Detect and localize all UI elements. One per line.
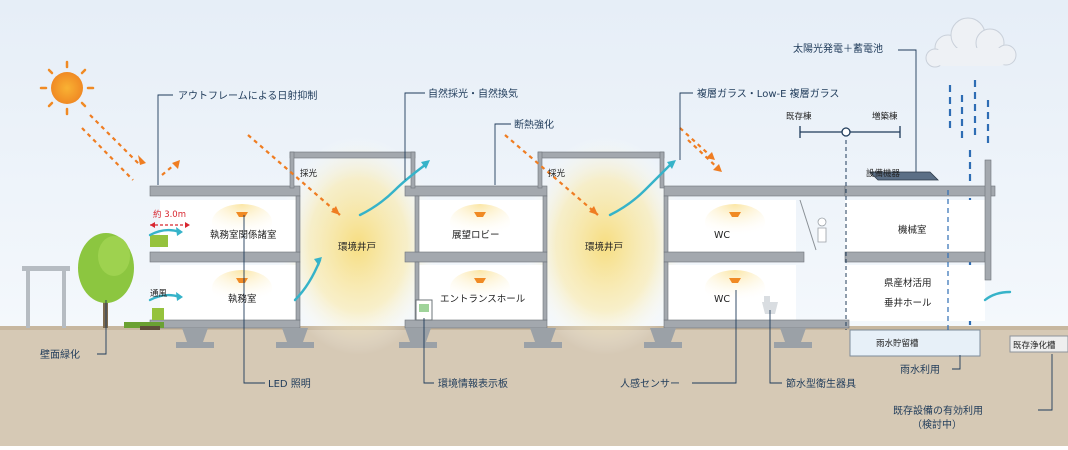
- room-env-well-2: 環境井戸: [585, 241, 623, 253]
- room-entrance: エントランスホール: [440, 294, 526, 305]
- room-local-wood: 県産材活用: [884, 277, 932, 289]
- label-daylight-1: 採光: [300, 168, 318, 179]
- callout-rainwater-use: 雨水利用: [900, 364, 940, 376]
- leader-lines: [97, 49, 1053, 411]
- callout-env-display: 環境情報表示板: [438, 377, 508, 390]
- label-ventilation: 通風: [150, 288, 168, 299]
- callout-existing-equipment: 既存設備の有効利用: [893, 404, 983, 417]
- room-wc-upper: WC: [714, 230, 730, 241]
- room-labels: 執務室関係諸室 執務室 環境井戸 展望ロビー エントランスホール 環境井戸 WC…: [210, 224, 1056, 351]
- env-display-board-icon: [415, 299, 433, 321]
- callout-natural-light-vent: 自然採光・自然換気: [428, 87, 518, 100]
- label-existing-wing: 既存棟: [786, 111, 812, 122]
- room-exec-related: 執務室関係諸室: [210, 229, 277, 241]
- callout-under-review: （検討中）: [912, 418, 962, 431]
- callout-insulation: 断熱強化: [514, 118, 554, 131]
- tree-icon: [78, 233, 134, 328]
- label-daylight-2: 採光: [548, 168, 566, 179]
- pergola: [22, 266, 70, 328]
- foundations: [176, 328, 1068, 357]
- room-tarui-hall: 垂井ホール: [884, 297, 932, 309]
- label-eave-depth: 約 3.0m: [153, 209, 186, 220]
- room-exec: 執務室: [228, 293, 257, 305]
- eave-dimension: [150, 222, 190, 228]
- wall-greenery: [124, 235, 168, 328]
- room-rain-tank: 雨水貯留槽: [876, 338, 919, 349]
- room-wc-lower: WC: [714, 294, 730, 305]
- person-icon: [817, 217, 827, 243]
- label-equipment: 設備機器: [866, 168, 901, 179]
- callout-outframe: アウトフレームによる日射抑制: [178, 89, 317, 102]
- labels: 既存棟 増築棟 採光 採光 約 3.0m 通風 設備機器: [150, 111, 901, 299]
- room-septic: 既存浄化槽: [1013, 340, 1056, 351]
- callout-wall-greening: 壁面緑化: [40, 348, 80, 361]
- floor-slabs: [149, 151, 996, 329]
- env-well-glow-1: [276, 135, 440, 355]
- callout-led: LED 照明: [268, 378, 311, 390]
- callout-double-glazing: 複層ガラス・Low-E 複層ガラス: [697, 87, 839, 100]
- sun-icon: [39, 60, 95, 116]
- sunlight-arrowheads: [138, 152, 722, 215]
- toilet-icon: [762, 296, 778, 314]
- callout-water-saving: 節水型衛生器具: [786, 377, 856, 390]
- ventilation-arrowheads: [176, 160, 676, 301]
- wing-boundary: [799, 126, 949, 330]
- room-machine: 機械室: [898, 224, 927, 236]
- room-lobby: 展望ロビー: [452, 229, 500, 241]
- callout-motion-sensor: 人感センサー: [620, 377, 680, 390]
- label-extension-wing: 増築棟: [872, 111, 898, 122]
- callout-solar-battery: 太陽光発電＋蓄電池: [793, 42, 883, 55]
- callouts: アウトフレームによる日射抑制 自然採光・自然換気 断熱強化 複層ガラス・Low-…: [40, 42, 983, 431]
- room-env-well-1: 環境井戸: [338, 241, 376, 253]
- cloud-icon: [925, 17, 1017, 68]
- solar-panel-icon: [869, 171, 939, 181]
- led-lamps: [212, 204, 765, 306]
